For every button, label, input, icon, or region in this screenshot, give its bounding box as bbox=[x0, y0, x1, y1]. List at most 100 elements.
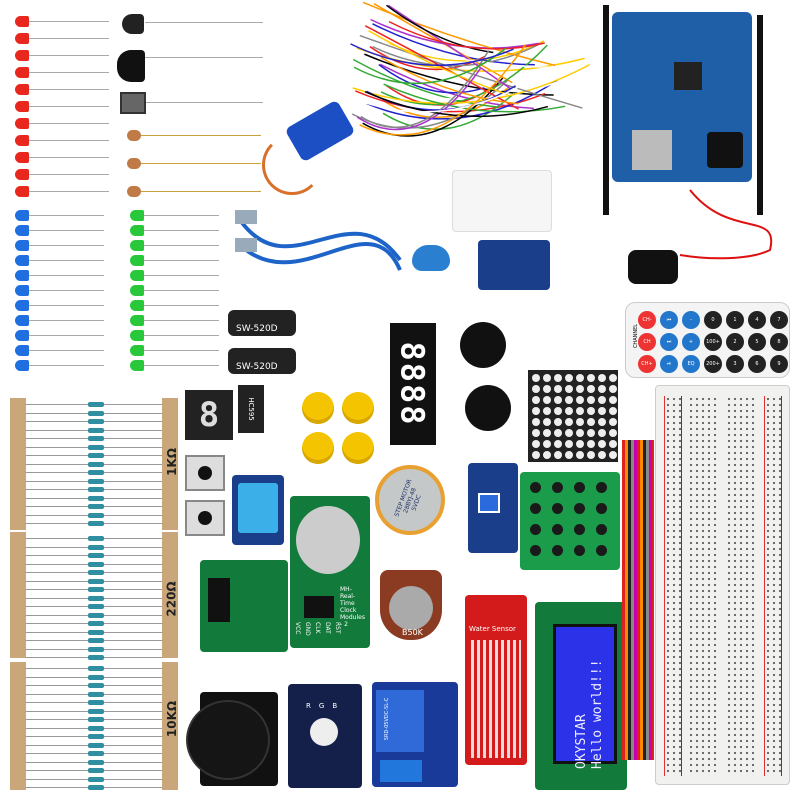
stepper-driver-board bbox=[200, 560, 288, 652]
matrix-led bbox=[554, 407, 562, 415]
rtc-module: MH-Real-Time Clock Modules - 2 VCCGNDCLK… bbox=[290, 496, 370, 648]
green-led bbox=[130, 345, 144, 356]
remote-key[interactable]: 0 bbox=[704, 311, 722, 329]
matrix-led bbox=[609, 418, 617, 426]
resistor bbox=[88, 734, 104, 739]
led-lead bbox=[29, 157, 109, 158]
remote-key[interactable]: 2 bbox=[726, 333, 744, 351]
ir-led bbox=[122, 14, 144, 34]
green-led bbox=[130, 255, 144, 266]
remote-key[interactable]: 8 bbox=[770, 333, 788, 351]
button-cap bbox=[342, 392, 374, 424]
remote-key[interactable]: 100+ bbox=[704, 333, 722, 351]
arduino-uno-board bbox=[612, 12, 752, 182]
red-led bbox=[15, 169, 29, 180]
usb-cable bbox=[230, 200, 410, 280]
remote-key[interactable]: 4 bbox=[748, 311, 766, 329]
rtc-pin-label: VCC bbox=[294, 622, 301, 636]
resistor bbox=[88, 777, 104, 782]
rfid-card bbox=[452, 170, 552, 232]
matrix-led bbox=[565, 440, 573, 448]
keypad-key bbox=[530, 524, 541, 535]
matrix-led bbox=[598, 440, 606, 448]
matrix-led bbox=[609, 407, 617, 415]
passive-buzzer bbox=[465, 385, 511, 431]
remote-key[interactable]: CH+ bbox=[638, 355, 656, 373]
resistor bbox=[88, 479, 104, 484]
sound-sensor-module bbox=[468, 463, 518, 553]
red-led bbox=[15, 84, 29, 95]
matrix-led bbox=[576, 418, 584, 426]
resistor bbox=[88, 579, 104, 584]
rtc-title: MH-Real-Time Clock Modules - 2 bbox=[340, 586, 360, 628]
led-lead bbox=[29, 230, 104, 231]
matrix-led bbox=[554, 385, 562, 393]
rgb-pin-label: R bbox=[306, 702, 311, 710]
power-jack bbox=[707, 132, 743, 168]
remote-key[interactable]: 3 bbox=[726, 355, 744, 373]
led-lead bbox=[144, 350, 219, 351]
matrix-led bbox=[598, 396, 606, 404]
keypad-key bbox=[596, 503, 607, 514]
jumper-wire bbox=[381, 45, 547, 104]
resistor-tape bbox=[10, 532, 26, 658]
green-led bbox=[130, 225, 144, 236]
dht11-module bbox=[232, 475, 284, 545]
led-lead bbox=[29, 123, 109, 124]
remote-key[interactable]: CH bbox=[638, 333, 656, 351]
led-lead bbox=[29, 290, 104, 291]
remote-key[interactable]: 200+ bbox=[704, 355, 722, 373]
red-led bbox=[15, 33, 29, 44]
green-led bbox=[130, 270, 144, 281]
matrix-led bbox=[587, 451, 595, 459]
remote-key[interactable]: 7 bbox=[770, 311, 788, 329]
resistor bbox=[88, 692, 104, 697]
resistor bbox=[88, 638, 104, 643]
remote-key[interactable]: 9 bbox=[770, 355, 788, 373]
led-lead bbox=[144, 290, 219, 291]
photoresistor bbox=[127, 130, 141, 141]
remote-key[interactable]: - bbox=[682, 311, 700, 329]
remote-key[interactable]: ⏯ bbox=[660, 355, 678, 373]
resistor bbox=[88, 553, 104, 558]
led-lead bbox=[29, 335, 104, 336]
keypad-key bbox=[530, 503, 541, 514]
led-lead bbox=[144, 215, 219, 216]
servo-cable bbox=[262, 135, 322, 195]
button-cap bbox=[342, 432, 374, 464]
single-digit-7-segment-display: 8 bbox=[185, 390, 233, 440]
remote-key[interactable]: ⏮ bbox=[660, 311, 678, 329]
jumper-wire bbox=[353, 31, 581, 67]
resistor bbox=[88, 630, 104, 635]
remote-key[interactable]: EQ bbox=[682, 355, 700, 373]
matrix-led bbox=[543, 396, 551, 404]
matrix-led bbox=[543, 418, 551, 426]
led-lead bbox=[29, 21, 109, 22]
led-lead bbox=[29, 72, 109, 73]
resistor bbox=[88, 683, 104, 688]
matrix-led bbox=[576, 385, 584, 393]
keypad-key bbox=[596, 524, 607, 535]
stepper-motor: STEP MOTOR 28BYJ-48 5VDC bbox=[375, 465, 445, 535]
remote-key[interactable]: 6 bbox=[748, 355, 766, 373]
matrix-led bbox=[598, 374, 606, 382]
matrix-led bbox=[576, 407, 584, 415]
led-lead bbox=[29, 191, 109, 192]
led-matrix-8x8 bbox=[528, 370, 618, 462]
resistor bbox=[88, 726, 104, 731]
led-lead bbox=[29, 89, 109, 90]
green-led bbox=[130, 315, 144, 326]
remote-key[interactable]: + bbox=[682, 333, 700, 351]
remote-key[interactable]: ⏭ bbox=[660, 333, 678, 351]
led-lead bbox=[144, 320, 219, 321]
button-cap bbox=[302, 432, 334, 464]
blue-led bbox=[15, 210, 29, 221]
microcontroller-chip bbox=[674, 62, 702, 90]
remote-key[interactable]: CH- bbox=[638, 311, 656, 329]
matrix-led bbox=[598, 407, 606, 415]
remote-key[interactable]: 1 bbox=[726, 311, 744, 329]
remote-key[interactable]: 5 bbox=[748, 333, 766, 351]
matrix-led bbox=[554, 429, 562, 437]
led-lead bbox=[29, 260, 104, 261]
rgb-pin-label: G bbox=[319, 702, 324, 710]
